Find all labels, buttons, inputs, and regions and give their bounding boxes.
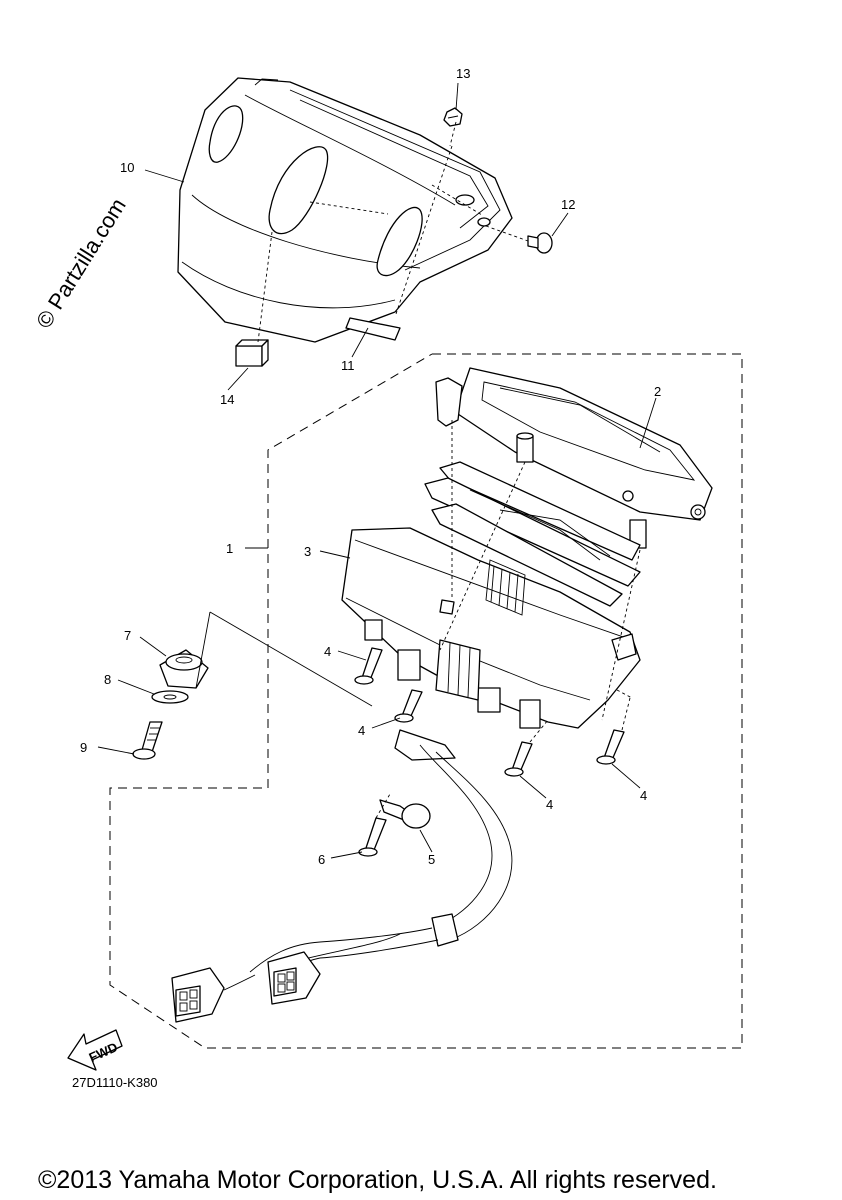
assembly-boundary <box>109 353 743 1049</box>
fwd-arrow-icon: FWD <box>67 1029 123 1071</box>
damper-7 <box>159 649 209 689</box>
watermark: © Partzilla.com <box>31 194 131 333</box>
callout-3: 3 <box>304 544 311 559</box>
pad-11 <box>345 317 401 341</box>
callout-4b: 4 <box>358 723 365 738</box>
callout-11: 11 <box>341 358 355 373</box>
display-plates <box>424 461 641 607</box>
screw-4c <box>504 741 533 777</box>
harness-connector-left <box>171 967 256 1023</box>
screw-12 <box>527 232 553 254</box>
callout-4d: 4 <box>640 788 647 803</box>
copyright-footer: ©2013 Yamaha Motor Corporation, U.S.A. A… <box>38 1166 717 1194</box>
callout-10: 10 <box>120 160 134 175</box>
callout-8: 8 <box>104 672 111 687</box>
diagram-code: 27D1110-K380 <box>72 1075 158 1090</box>
callout-9: 9 <box>80 740 87 755</box>
callout-14: 14 <box>220 392 234 407</box>
harness-connector-right <box>267 951 321 1005</box>
washer-8 <box>151 690 189 704</box>
meter-lens <box>435 367 713 549</box>
callout-13: 13 <box>456 66 470 81</box>
damper-14 <box>235 339 269 367</box>
callout-4a: 4 <box>324 644 331 659</box>
grommet-13 <box>443 107 463 127</box>
screw-4d <box>596 729 625 765</box>
screw-4a <box>354 647 383 685</box>
callout-5: 5 <box>428 852 435 867</box>
callout-6: 6 <box>318 852 325 867</box>
screw-4b <box>394 689 423 723</box>
meter-body <box>341 527 641 729</box>
callout-7: 7 <box>124 628 131 643</box>
callout-12: 12 <box>561 197 575 212</box>
callout-1: 1 <box>226 541 233 556</box>
wire-harness <box>249 729 513 983</box>
screw-6 <box>358 817 387 857</box>
bolt-9 <box>132 721 163 760</box>
callout-4c: 4 <box>546 797 553 812</box>
meter-cover <box>177 77 513 343</box>
callout-2: 2 <box>654 384 661 399</box>
